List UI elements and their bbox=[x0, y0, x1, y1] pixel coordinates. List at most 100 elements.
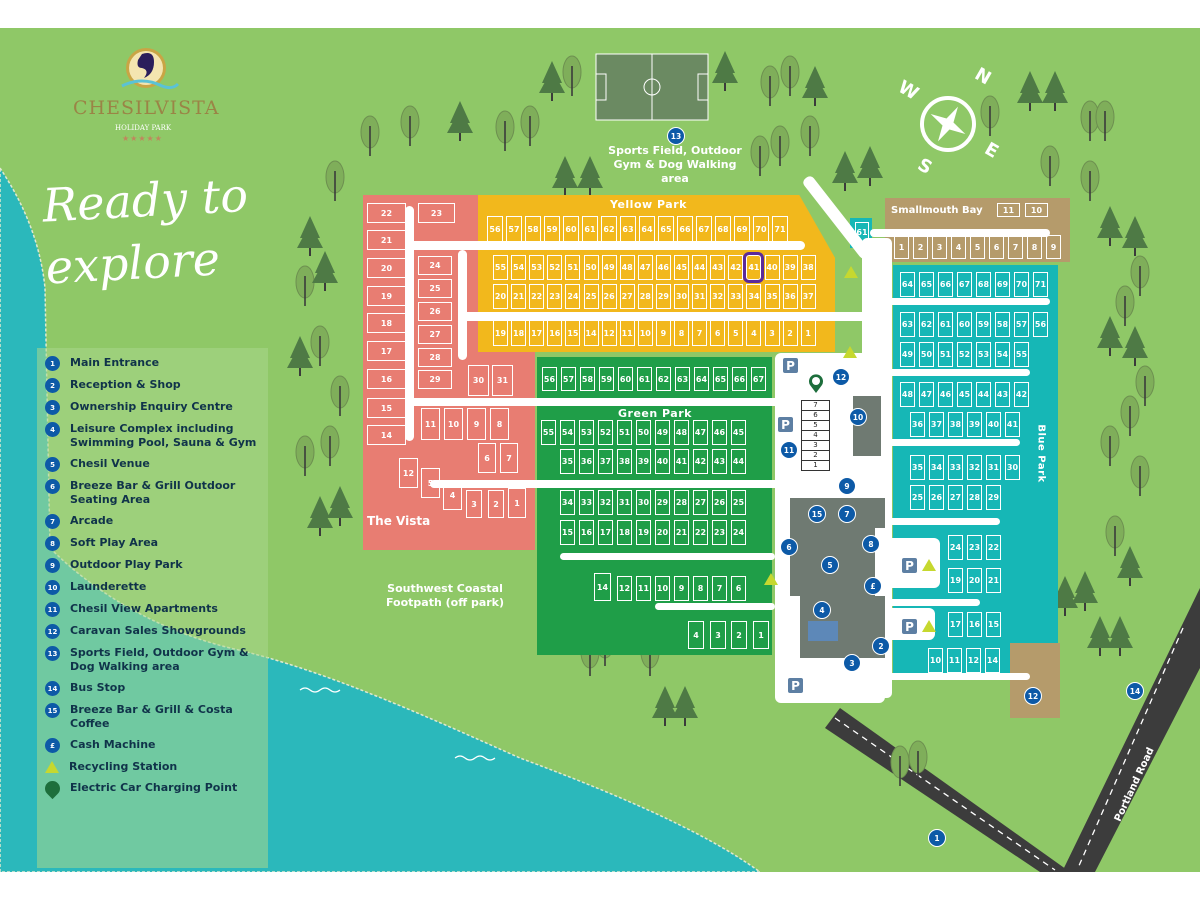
vista-pitch-9[interactable]: 9 bbox=[467, 408, 486, 440]
blue-pitch-42[interactable]: 42 bbox=[1014, 382, 1029, 407]
blue-pitch-40[interactable]: 40 bbox=[986, 412, 1001, 437]
blue-pitch-59[interactable]: 59 bbox=[976, 312, 991, 337]
green-pitch-61[interactable]: 61 bbox=[637, 367, 652, 391]
vista-pitch-20[interactable]: 20 bbox=[367, 258, 406, 278]
blue-pitch-39[interactable]: 39 bbox=[967, 412, 982, 437]
green-pitch-8[interactable]: 8 bbox=[693, 576, 708, 601]
blue-pitch-64[interactable]: 64 bbox=[900, 272, 915, 297]
blue-pitch-37[interactable]: 37 bbox=[929, 412, 944, 437]
vista-pitch-29[interactable]: 29 bbox=[418, 370, 452, 389]
blue-pitch-58[interactable]: 58 bbox=[995, 312, 1010, 337]
blue-pitch-46[interactable]: 46 bbox=[938, 382, 953, 407]
yellow-pitch-10[interactable]: 10 bbox=[637, 320, 653, 346]
yellow-pitch-71[interactable]: 71 bbox=[772, 216, 788, 243]
green-pitch-32[interactable]: 32 bbox=[598, 490, 613, 515]
green-pitch-49[interactable]: 49 bbox=[655, 420, 670, 445]
yellow-pitch-40[interactable]: 40 bbox=[764, 255, 780, 280]
map-marker-12[interactable]: 12 bbox=[1024, 687, 1042, 705]
map-marker-10[interactable]: 10 bbox=[849, 408, 867, 426]
green-pitch-67[interactable]: 67 bbox=[751, 367, 766, 391]
vista-pitch-5[interactable]: 5 bbox=[421, 468, 440, 498]
blue-pitch-30[interactable]: 30 bbox=[1005, 455, 1020, 480]
yellow-pitch-61[interactable]: 61 bbox=[582, 216, 598, 243]
yellow-pitch-1[interactable]: 1 bbox=[800, 320, 816, 346]
green-pitch-55[interactable]: 55 bbox=[541, 420, 556, 445]
blue-pitch-57[interactable]: 57 bbox=[1014, 312, 1029, 337]
green-pitch-18[interactable]: 18 bbox=[617, 520, 632, 545]
green-pitch-4[interactable]: 4 bbox=[688, 621, 704, 649]
green-pitch-60[interactable]: 60 bbox=[618, 367, 633, 391]
yellow-pitch-21[interactable]: 21 bbox=[511, 284, 527, 309]
yellow-pitch-5[interactable]: 5 bbox=[728, 320, 744, 346]
green-pitch-63[interactable]: 63 bbox=[675, 367, 690, 391]
blue-pitch-70[interactable]: 70 bbox=[1014, 272, 1029, 297]
smallmouth-pitch-8[interactable]: 8 bbox=[1027, 235, 1042, 259]
map-marker-14[interactable]: 14 bbox=[1126, 682, 1144, 700]
blue-pitch-71[interactable]: 71 bbox=[1033, 272, 1048, 297]
blue-pitch-31[interactable]: 31 bbox=[986, 455, 1001, 480]
map-marker-15[interactable]: 15 bbox=[808, 505, 826, 523]
green-pitch-19[interactable]: 19 bbox=[636, 520, 651, 545]
blue-pitch-65[interactable]: 65 bbox=[919, 272, 934, 297]
blue-pitch-20[interactable]: 20 bbox=[967, 568, 982, 593]
green-pitch-25[interactable]: 25 bbox=[731, 490, 746, 515]
vista-pitch-21[interactable]: 21 bbox=[367, 230, 406, 250]
green-pitch-37[interactable]: 37 bbox=[598, 449, 613, 474]
green-pitch-39[interactable]: 39 bbox=[636, 449, 651, 474]
yellow-pitch-31[interactable]: 31 bbox=[692, 284, 708, 309]
green-pitch-22[interactable]: 22 bbox=[693, 520, 708, 545]
green-pitch-40[interactable]: 40 bbox=[655, 449, 670, 474]
charging-bay-6[interactable]: 6 bbox=[802, 411, 829, 421]
yellow-pitch-43[interactable]: 43 bbox=[710, 255, 726, 280]
green-pitch-52[interactable]: 52 bbox=[598, 420, 613, 445]
yellow-pitch-4[interactable]: 4 bbox=[746, 320, 762, 346]
smallmouth-pitch-6[interactable]: 6 bbox=[989, 235, 1004, 259]
green-pitch-9[interactable]: 9 bbox=[674, 576, 689, 601]
green-pitch-24[interactable]: 24 bbox=[731, 520, 746, 545]
yellow-pitch-30[interactable]: 30 bbox=[674, 284, 689, 309]
vista-pitch-14[interactable]: 14 bbox=[367, 425, 406, 445]
blue-pitch-22[interactable]: 22 bbox=[986, 535, 1001, 560]
vista-pitch-27[interactable]: 27 bbox=[418, 325, 452, 344]
vista-pitch-10[interactable]: 10 bbox=[444, 408, 463, 440]
blue-pitch-35[interactable]: 35 bbox=[910, 455, 925, 480]
smallmouth-pitch-10[interactable]: 10 bbox=[1025, 203, 1048, 217]
green-pitch-46[interactable]: 46 bbox=[712, 420, 727, 445]
blue-pitch-25[interactable]: 25 bbox=[910, 485, 925, 510]
yellow-pitch-20[interactable]: 20 bbox=[493, 284, 508, 309]
yellow-pitch-68[interactable]: 68 bbox=[715, 216, 731, 243]
vista-pitch-15[interactable]: 15 bbox=[367, 398, 406, 418]
vista-pitch-26[interactable]: 26 bbox=[418, 302, 452, 321]
yellow-pitch-50[interactable]: 50 bbox=[583, 255, 599, 280]
yellow-pitch-58[interactable]: 58 bbox=[525, 216, 541, 243]
vista-pitch-28[interactable]: 28 bbox=[418, 348, 452, 367]
yellow-pitch-6[interactable]: 6 bbox=[710, 320, 726, 346]
blue-pitch-19[interactable]: 19 bbox=[948, 568, 963, 593]
yellow-pitch-49[interactable]: 49 bbox=[601, 255, 617, 280]
blue-pitch-63[interactable]: 63 bbox=[900, 312, 915, 337]
yellow-pitch-55[interactable]: 55 bbox=[493, 255, 508, 280]
yellow-pitch-28[interactable]: 28 bbox=[637, 284, 653, 309]
vista-pitch-17[interactable]: 17 bbox=[367, 341, 406, 361]
green-pitch-48[interactable]: 48 bbox=[674, 420, 689, 445]
green-pitch-11[interactable]: 11 bbox=[636, 576, 651, 601]
vista-pitch-11[interactable]: 11 bbox=[421, 408, 440, 440]
smallmouth-pitch-9[interactable]: 9 bbox=[1046, 235, 1061, 259]
vista-pitch-23[interactable]: 23 bbox=[418, 203, 455, 223]
blue-pitch-17[interactable]: 17 bbox=[948, 612, 963, 637]
blue-pitch-33[interactable]: 33 bbox=[948, 455, 963, 480]
yellow-pitch-51[interactable]: 51 bbox=[565, 255, 581, 280]
blue-pitch-23[interactable]: 23 bbox=[967, 535, 982, 560]
map-marker-3[interactable]: 3 bbox=[843, 654, 861, 672]
blue-pitch-24[interactable]: 24 bbox=[948, 535, 963, 560]
yellow-pitch-60[interactable]: 60 bbox=[563, 216, 579, 243]
blue-pitch-43[interactable]: 43 bbox=[995, 382, 1010, 407]
smallmouth-pitch-5[interactable]: 5 bbox=[970, 235, 985, 259]
green-pitch-50[interactable]: 50 bbox=[636, 420, 651, 445]
green-pitch-47[interactable]: 47 bbox=[693, 420, 708, 445]
blue-pitch-50[interactable]: 50 bbox=[919, 342, 934, 367]
vista-pitch-7[interactable]: 7 bbox=[500, 443, 518, 473]
yellow-pitch-32[interactable]: 32 bbox=[710, 284, 726, 309]
vista-pitch-4[interactable]: 4 bbox=[443, 480, 462, 510]
yellow-pitch-15[interactable]: 15 bbox=[565, 320, 581, 346]
